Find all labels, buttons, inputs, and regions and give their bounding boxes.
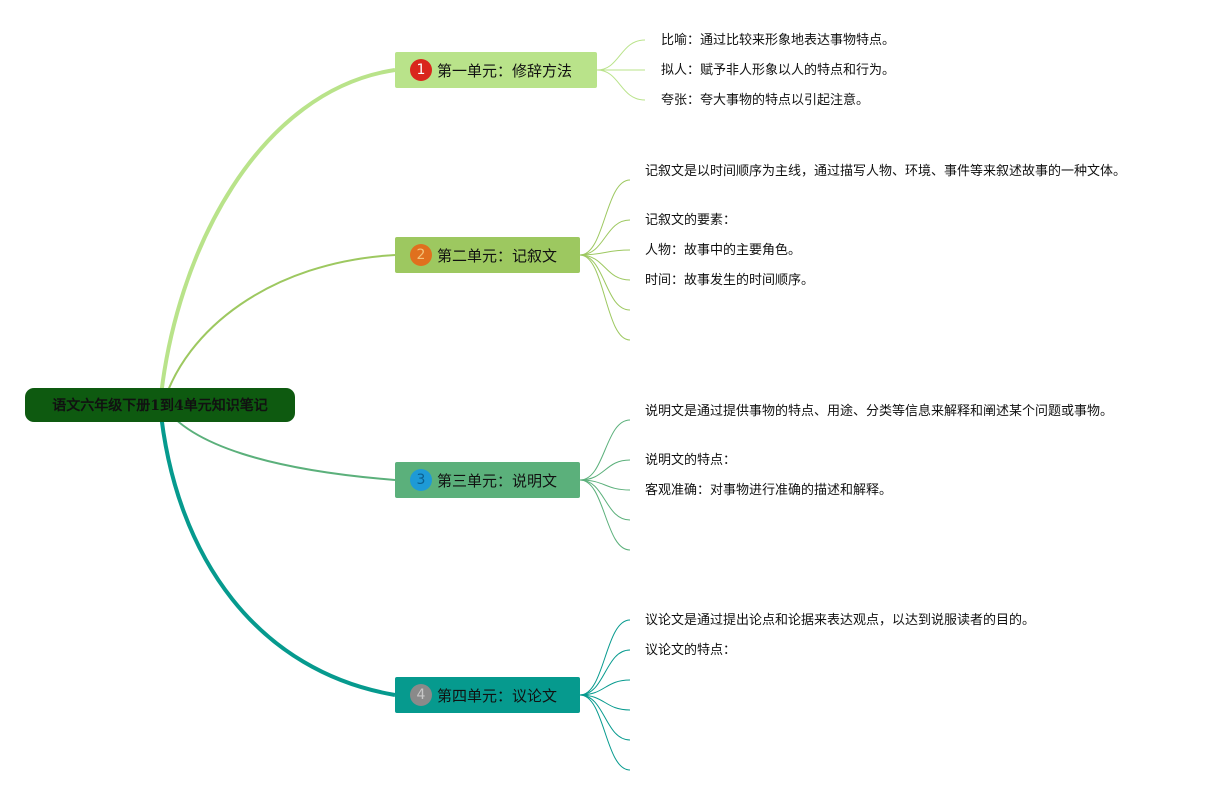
root-topic[interactable]: 语文六年级下册1到4单元知识笔记	[25, 388, 295, 422]
connectors-unit3	[579, 419, 631, 551]
note-unit3-2[interactable]: 说明文的特点：	[645, 453, 737, 468]
connector-root-unit4	[158, 404, 396, 697]
branch-unit4-label: 第四单元：议论文	[437, 686, 558, 705]
branch-unit2[interactable]: 2 第二单元：记叙文	[395, 237, 580, 273]
connector-root-unit2	[162, 254, 396, 406]
connectors-unit1	[596, 39, 646, 101]
branch-unit1[interactable]: 1 第一单元：修辞方法	[395, 52, 597, 88]
badge-unit4: 4	[410, 684, 432, 706]
branch-unit3-label: 第三单元：说明文	[437, 471, 558, 490]
note-unit1-2[interactable]: 拟人：赋予非人形象以人的特点和行为。	[661, 63, 896, 78]
branch-unit2-label: 第二单元：记叙文	[437, 246, 558, 265]
note-unit2-2[interactable]: 记叙文的要素：	[645, 213, 737, 228]
root-topic-label: 语文六年级下册1到4单元知识笔记	[52, 398, 268, 414]
note-unit3-3[interactable]: 客观准确：对事物进行准确的描述和解释。	[645, 483, 893, 498]
note-unit2-1[interactable]: 记叙文是以时间顺序为主线，通过描写人物、环境、事件等来叙述故事的一种文体。	[645, 164, 1127, 179]
note-unit3-1[interactable]: 说明文是通过提供事物的特点、用途、分类等信息来解释和阐述某个问题或事物。	[645, 404, 1114, 419]
note-unit4-1[interactable]: 议论文是通过提出论点和论据来表达观点，以达到说服读者的目的。	[645, 613, 1036, 628]
connectors-unit4	[579, 619, 631, 771]
note-unit1-1[interactable]: 比喻：通过比较来形象地表达事物特点。	[661, 33, 896, 48]
note-unit2-3[interactable]: 人物：故事中的主要角色。	[645, 243, 802, 258]
note-unit1-3[interactable]: 夸张：夸大事物的特点以引起注意。	[661, 93, 870, 108]
connectors-unit2	[579, 179, 631, 341]
branch-unit1-label: 第一单元：修辞方法	[437, 61, 573, 80]
connector-root-unit1	[158, 68, 396, 406]
note-unit2-4[interactable]: 时间：故事发生的时间顺序。	[645, 273, 815, 288]
badge-unit1: 1	[410, 59, 432, 81]
branch-unit4[interactable]: 4 第四单元：议论文	[395, 677, 580, 713]
note-unit4-2[interactable]: 议论文的特点：	[645, 643, 737, 658]
branch-unit3[interactable]: 3 第三单元：说明文	[395, 462, 580, 498]
badge-unit3: 3	[410, 469, 432, 491]
badge-unit2: 2	[410, 244, 432, 266]
